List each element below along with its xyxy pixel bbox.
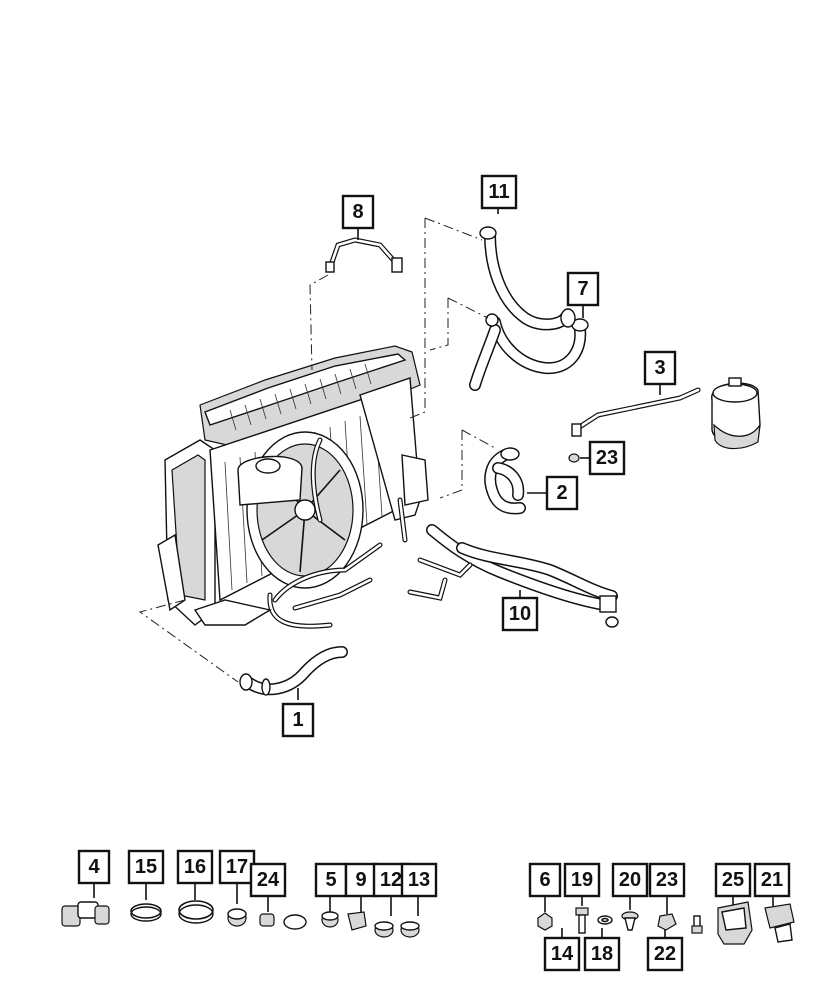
svg-text:11: 11 [488, 181, 509, 203]
callout-17: 17 [218, 849, 256, 885]
part-19-bolt-illustration [575, 907, 589, 934]
svg-text:18: 18 [591, 943, 613, 965]
svg-text:10: 10 [509, 603, 531, 625]
part-16-band-clamp-illustration [178, 904, 214, 924]
part-21-connector-illustration [764, 903, 795, 943]
part-6-nut-illustration [537, 912, 553, 931]
svg-text:20: 20 [619, 869, 641, 891]
part-3-reservoir-illustration [571, 377, 761, 450]
svg-text:8: 8 [352, 201, 363, 223]
radiator-fan-module-illustration [157, 345, 429, 629]
part-8-tube-illustration [325, 237, 403, 273]
callout-22: 22 [646, 936, 684, 972]
svg-text:22: 22 [654, 943, 676, 965]
svg-text:14: 14 [551, 943, 574, 965]
callout-15: 15 [127, 849, 165, 885]
callout-11: 11 [480, 174, 518, 210]
callout-leaders [93, 196, 774, 944]
svg-text:3: 3 [654, 357, 665, 379]
callout-19: 19 [563, 862, 601, 898]
callout-4: 4 [77, 849, 111, 885]
part-9-clip-illustration [347, 911, 367, 931]
callout-21: 21 [753, 862, 791, 898]
callout-1: 1 [281, 702, 315, 738]
svg-text:7: 7 [577, 278, 588, 300]
callout-25: 25 [714, 862, 752, 898]
callout-2: 2 [545, 475, 579, 511]
part-10-hose-assembly-illustration [407, 524, 619, 628]
part-4-clamp-illustration [61, 901, 110, 927]
callout-8: 8 [341, 194, 375, 230]
svg-text:4: 4 [88, 856, 100, 878]
callout-23-lower: 23 [648, 862, 686, 898]
callout-3: 3 [643, 350, 677, 386]
callout-10: 10 [501, 596, 539, 632]
svg-text:23: 23 [596, 447, 618, 469]
callout-14: 14 [543, 936, 581, 972]
svg-text:9: 9 [355, 869, 366, 891]
callout-20: 20 [611, 862, 649, 898]
svg-text:12: 12 [380, 869, 402, 891]
callout-23-upper: 23 [588, 440, 626, 476]
part-7-hose-illustration [469, 313, 589, 391]
svg-text:19: 19 [571, 869, 593, 891]
part-20-push-pin-illustration [621, 911, 639, 931]
leader-lines [138, 217, 496, 683]
svg-text:1: 1 [292, 709, 303, 731]
svg-text:23: 23 [656, 869, 678, 891]
part-22-screw-illustration [691, 915, 703, 934]
svg-text:17: 17 [226, 856, 248, 878]
svg-text:24: 24 [257, 869, 280, 891]
callout-6: 6 [528, 862, 562, 898]
part-1-lower-hose-illustration [239, 646, 348, 696]
svg-text:13: 13 [408, 869, 430, 891]
part-18-washer-illustration [597, 915, 613, 925]
callout-13: 13 [400, 862, 438, 898]
svg-text:2: 2 [556, 482, 567, 504]
svg-text:15: 15 [135, 856, 157, 878]
part-25-bracket-illustration [717, 901, 753, 945]
svg-text:16: 16 [184, 856, 206, 878]
svg-text:5: 5 [325, 869, 336, 891]
svg-text:21: 21 [761, 869, 783, 891]
svg-text:25: 25 [722, 869, 744, 891]
part-23-clip-in-place-icon [568, 453, 580, 463]
part-11-hose-illustration [479, 226, 576, 331]
callout-5: 5 [314, 862, 348, 898]
callout-18: 18 [583, 936, 621, 972]
callout-16: 16 [176, 849, 214, 885]
small-parts-illustrations [61, 900, 795, 945]
callout-24: 24 [249, 862, 287, 898]
part-24-clamp-illustration [259, 913, 275, 927]
part-23-clip-illustration [657, 913, 677, 931]
part-15-band-clamp-illustration [130, 906, 162, 922]
svg-text:6: 6 [539, 869, 550, 891]
part-2-hose-illustration [484, 447, 526, 515]
callout-9: 9 [344, 862, 378, 898]
callout-7: 7 [566, 271, 600, 307]
